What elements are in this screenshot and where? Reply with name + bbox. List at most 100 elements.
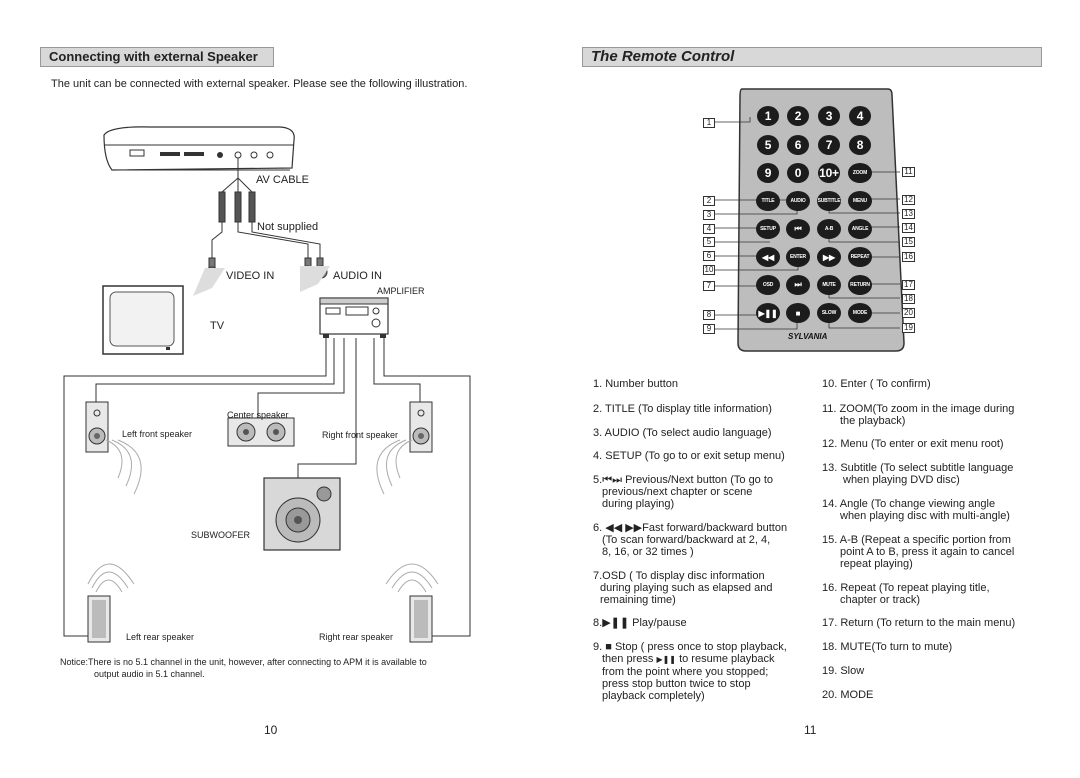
list-item-9-line-2b: to resume playback bbox=[679, 653, 775, 665]
subwoofer-icon bbox=[263, 477, 341, 551]
list-item-13-line-1: 13. Subtitle (To select subtitle languag… bbox=[822, 462, 1014, 474]
tv-label: TV bbox=[210, 320, 225, 332]
list-item-9-line-4: press stop button twice to stop bbox=[602, 678, 751, 690]
remote-button-b4[interactable]: 4 bbox=[849, 106, 871, 126]
remote-button-b10[interactable]: 10+ bbox=[818, 163, 840, 183]
list-number-5: 5. bbox=[593, 474, 603, 486]
remote-button-stop[interactable]: ■ bbox=[786, 303, 810, 323]
list-item-5-line-2: previous/next chapter or scene bbox=[602, 486, 753, 498]
remote-button-b3[interactable]: 3 bbox=[818, 106, 840, 126]
next-icon: ⏭ bbox=[794, 280, 802, 289]
ff-icon: ▶▶ bbox=[823, 252, 835, 262]
remote-button-b5[interactable]: 5 bbox=[757, 135, 779, 155]
rew-icon: ◀◀ bbox=[762, 252, 774, 262]
remote-button-play[interactable]: ▶❚❚ bbox=[756, 303, 780, 323]
remote-button-subtitle[interactable]: SUBTITLE bbox=[817, 191, 841, 211]
list-item-16: 16. Repeat (To repeat playing title, cha… bbox=[822, 582, 1032, 606]
callout-r-6: 17 bbox=[902, 280, 915, 290]
callout-r-4: 15 bbox=[902, 237, 915, 247]
list-item-19: 19. Slow bbox=[822, 665, 865, 677]
callout-l-1: 2 bbox=[703, 196, 715, 206]
list-item-9-line-3: from the point where you stopped; bbox=[602, 666, 769, 678]
list-number-9: 9. bbox=[593, 641, 603, 653]
list-item-9: 9. ■ Stop ( press once to stop playback,… bbox=[593, 641, 803, 702]
callout-r-2: 13 bbox=[902, 209, 915, 219]
section-header-speaker: Connecting with external Speaker bbox=[40, 47, 274, 67]
rewind-forward-icon: ◀◀ ▶▶ bbox=[605, 522, 643, 534]
remote-button-title[interactable]: TITLE bbox=[756, 191, 780, 211]
remote-button-setup[interactable]: SETUP bbox=[756, 219, 780, 239]
remote-button-repeat[interactable]: REPEAT bbox=[848, 247, 872, 267]
remote-button-b9[interactable]: 9 bbox=[757, 163, 779, 183]
list-item-1: 1. Number button bbox=[593, 378, 678, 390]
list-item-13-line-2: when playing DVD disc) bbox=[843, 474, 960, 486]
list-item-11-line-2: the playback) bbox=[840, 415, 906, 427]
remote-button-b6[interactable]: 6 bbox=[787, 135, 809, 155]
list-number-8: 8. bbox=[593, 617, 603, 629]
play-icon: ▶❚❚ bbox=[656, 655, 676, 664]
amplifier-label: AMPLIFIER bbox=[377, 286, 425, 296]
callout-l-9: 9 bbox=[703, 324, 715, 334]
remote-brand-logo: SYLVANIA bbox=[788, 332, 828, 341]
remote-button-angle[interactable]: ANGLE bbox=[848, 219, 872, 239]
video-in-label: VIDEO IN bbox=[226, 270, 275, 282]
remote-button-b7[interactable]: 7 bbox=[818, 135, 840, 155]
remote-button-b0[interactable]: 0 bbox=[787, 163, 809, 183]
remote-button-mode[interactable]: MODE bbox=[848, 303, 872, 323]
list-item-6: 6. ◀◀ ▶▶Fast forward/backward button (To… bbox=[593, 522, 803, 558]
remote-button-rew[interactable]: ◀◀ bbox=[756, 247, 780, 267]
remote-button-ab[interactable]: A-B bbox=[817, 219, 841, 239]
left-rear-speaker-icon bbox=[87, 563, 135, 643]
play-pause-icon: ▶❚❚ bbox=[602, 617, 630, 629]
list-item-12: 12. Menu (To enter or exit menu root) bbox=[822, 438, 1004, 450]
section-header-remote: The Remote Control bbox=[582, 47, 1042, 67]
remote-button-b1[interactable]: 1 bbox=[757, 106, 779, 126]
intro-text: The unit can be connected with external … bbox=[51, 78, 468, 90]
amplifier-icon bbox=[319, 297, 389, 338]
remote-button-enter[interactable]: ENTER bbox=[786, 247, 810, 267]
callout-l-6: 10 bbox=[703, 265, 715, 275]
list-item-11-line-1: 11. ZOOM(To zoom in the image during bbox=[822, 403, 1015, 415]
remote-button-osd[interactable]: OSD bbox=[756, 275, 780, 295]
list-item-7: 7.OSD ( To display disc information duri… bbox=[593, 570, 803, 606]
connection-diagram bbox=[63, 126, 471, 643]
remote-button-b2[interactable]: 2 bbox=[787, 106, 809, 126]
remote-button-mute[interactable]: MUTE bbox=[817, 275, 841, 295]
page-number-right: 11 bbox=[804, 723, 817, 737]
list-number-6: 6. bbox=[593, 522, 603, 534]
left-front-speaker-label: Left front speaker bbox=[122, 429, 193, 439]
list-item-7-line-2: during playing such as elapsed and bbox=[600, 582, 773, 594]
list-item-18: 18. MUTE(To turn to mute) bbox=[822, 641, 953, 653]
callout-l-8: 8 bbox=[703, 310, 715, 320]
stop-icon: ■ bbox=[605, 641, 612, 653]
list-item-20: 20. MODE bbox=[822, 689, 874, 701]
list-item-6-line-2: (To scan forward/backward at 2, 4, bbox=[602, 534, 771, 546]
remote-button-zoom[interactable]: ZOOM bbox=[848, 163, 872, 183]
av-cable-label: AV CABLE bbox=[256, 174, 309, 186]
right-rear-speaker-icon bbox=[385, 563, 439, 643]
remote-button-slow[interactable]: SLOW bbox=[817, 303, 841, 323]
list-item-14-line-2: when playing disc with multi-angle) bbox=[840, 510, 1010, 522]
list-item-10: 10. Enter ( To confirm) bbox=[822, 378, 931, 390]
notice-text: Notice:There is no 5.1 channel in the un… bbox=[60, 656, 500, 680]
remote-button-return[interactable]: RETURN bbox=[848, 275, 872, 295]
list-item-15-line-2: point A to B, press it again to cancel bbox=[840, 546, 1015, 558]
callout-l-5: 6 bbox=[703, 251, 715, 261]
remote-button-b8[interactable]: 8 bbox=[849, 135, 871, 155]
list-item-3: 3. AUDIO (To select audio language) bbox=[593, 427, 772, 439]
remote-button-next[interactable]: ⏭ bbox=[786, 275, 810, 295]
callout-r-1: 12 bbox=[902, 195, 915, 205]
callout-l-7: 7 bbox=[703, 281, 715, 291]
notice-line-2: output audio in 5.1 channel. bbox=[94, 669, 205, 679]
list-item-5-line-3: during playing) bbox=[602, 498, 675, 510]
right-rear-speaker-label: Right rear speaker bbox=[319, 632, 394, 642]
remote-button-ff[interactable]: ▶▶ bbox=[817, 247, 841, 267]
audio-in-label: AUDIO IN bbox=[333, 270, 382, 282]
list-item-9-line-2: then press bbox=[602, 653, 654, 665]
remote-button-audio[interactable]: AUDIO bbox=[786, 191, 810, 211]
callout-r-5: 16 bbox=[902, 252, 915, 262]
remote-button-prev[interactable]: ⏮ bbox=[786, 219, 810, 239]
remote-button-menu[interactable]: MENU bbox=[848, 191, 872, 211]
list-item-6-line-1: Fast forward/backward button bbox=[642, 522, 788, 534]
list-item-6-line-3: 8, 16, or 32 times ) bbox=[602, 546, 694, 558]
